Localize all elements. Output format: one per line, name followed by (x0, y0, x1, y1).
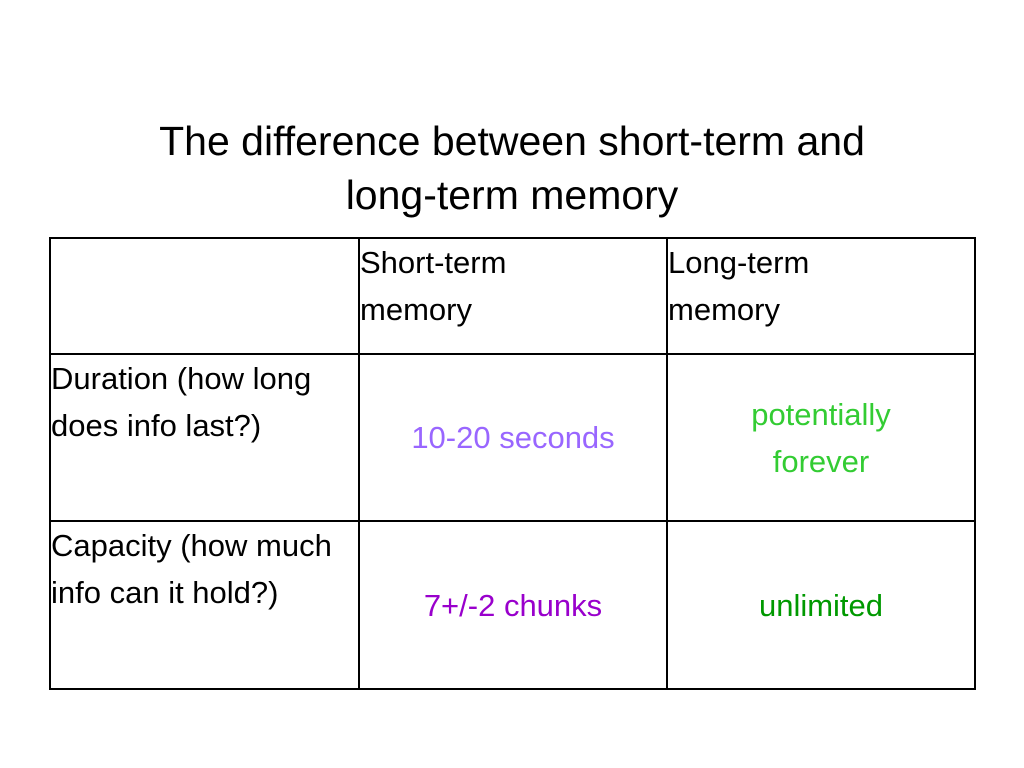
header-corner-cell (49, 237, 360, 355)
table-row-capacity: Capacity (how much info can it hold?) 7+… (49, 520, 976, 690)
header-long-term: Long-term memory (666, 237, 976, 355)
row-label-duration: Duration (how long does info last?) (49, 353, 360, 522)
row-label-capacity: Capacity (how much info can it hold?) (49, 520, 360, 690)
duration-long-term-line-1: potentially (751, 396, 891, 432)
slide-title-line-1: The difference between short-term and (159, 118, 865, 164)
header-long-term-line-1: Long-term (668, 245, 810, 280)
capacity-short-term-value: 7+/-2 chunks (358, 520, 668, 690)
header-short-term-line-2: memory (360, 292, 472, 327)
header-short-term-line-1: Short-term (360, 245, 507, 280)
header-long-term-line-2: memory (668, 292, 780, 327)
table-row-duration: Duration (how long does info last?) 10-2… (49, 353, 976, 522)
table-header-row: Short-term memory Long-term memory (49, 237, 976, 355)
capacity-long-term-value: unlimited (666, 520, 976, 690)
duration-short-term-value: 10-20 seconds (358, 353, 668, 522)
slide-title-line-2: long-term memory (345, 172, 679, 218)
slide-title: The difference between short-term and lo… (0, 114, 1024, 222)
duration-long-term-line-2: forever (772, 443, 870, 479)
header-short-term: Short-term memory (358, 237, 668, 355)
duration-long-term-value: potentially forever (666, 353, 976, 522)
memory-comparison-table: Short-term memory Long-term memory Durat… (49, 237, 976, 690)
